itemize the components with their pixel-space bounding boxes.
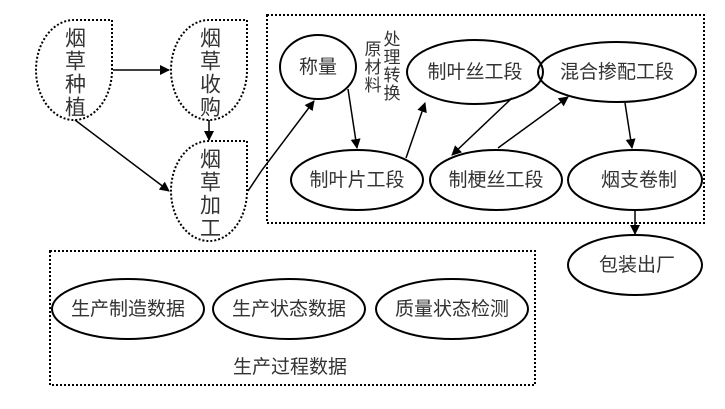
purchase-label: 烟草收购 (197, 27, 222, 119)
process-data-group-box (49, 250, 536, 386)
planting-label: 烟草种植 (62, 27, 87, 119)
arrow-weighing-to-leaf-slice (347, 88, 361, 149)
leaf-shred-node (406, 39, 544, 105)
arrow-blending-to-rolling (624, 102, 636, 149)
arrow-stem-shred-to-blending (497, 96, 569, 149)
state-data-node (212, 278, 366, 340)
arrow-leaf-slice-to-leaf-shred (405, 102, 427, 159)
arrow-planting-to-processing (74, 119, 170, 192)
arrow-leaf-shred-to-stem-shred (451, 97, 513, 156)
leaf-shred-label: 制叶丝工段 (427, 61, 522, 83)
blending-label: 混合掺配工段 (560, 61, 674, 83)
quality-check-label: 质量状态检测 (395, 298, 509, 320)
processing-node (170, 140, 248, 242)
leaf-slice-node (290, 149, 424, 211)
purchase-node (170, 19, 248, 121)
processing-group-box (266, 14, 705, 224)
packaging-node (567, 234, 703, 296)
packaging-label: 包装出厂 (599, 254, 675, 276)
processing-label: 烟草加工 (197, 148, 222, 240)
raw-material-label-col2: 处理转换 (379, 30, 400, 102)
process-data-group-label: 生产过程数据 (233, 356, 347, 378)
stem-shred-label: 制梗丝工段 (448, 169, 543, 191)
weighing-node (279, 34, 357, 100)
planting-node (35, 19, 113, 121)
state-data-label: 生产状态数据 (232, 298, 346, 320)
leaf-slice-label: 制叶片工段 (309, 169, 404, 191)
stem-shred-node (429, 149, 563, 211)
blending-node (537, 41, 697, 103)
mfg-data-node (51, 278, 205, 340)
weighing-label: 称量 (299, 56, 337, 78)
mfg-data-label: 生产制造数据 (71, 298, 185, 320)
rolling-label: 烟支卷制 (601, 169, 677, 191)
raw-material-label-col1: 原材料 (360, 40, 381, 94)
arrow-processing-to-weighing (247, 100, 315, 192)
quality-check-node (375, 278, 529, 340)
